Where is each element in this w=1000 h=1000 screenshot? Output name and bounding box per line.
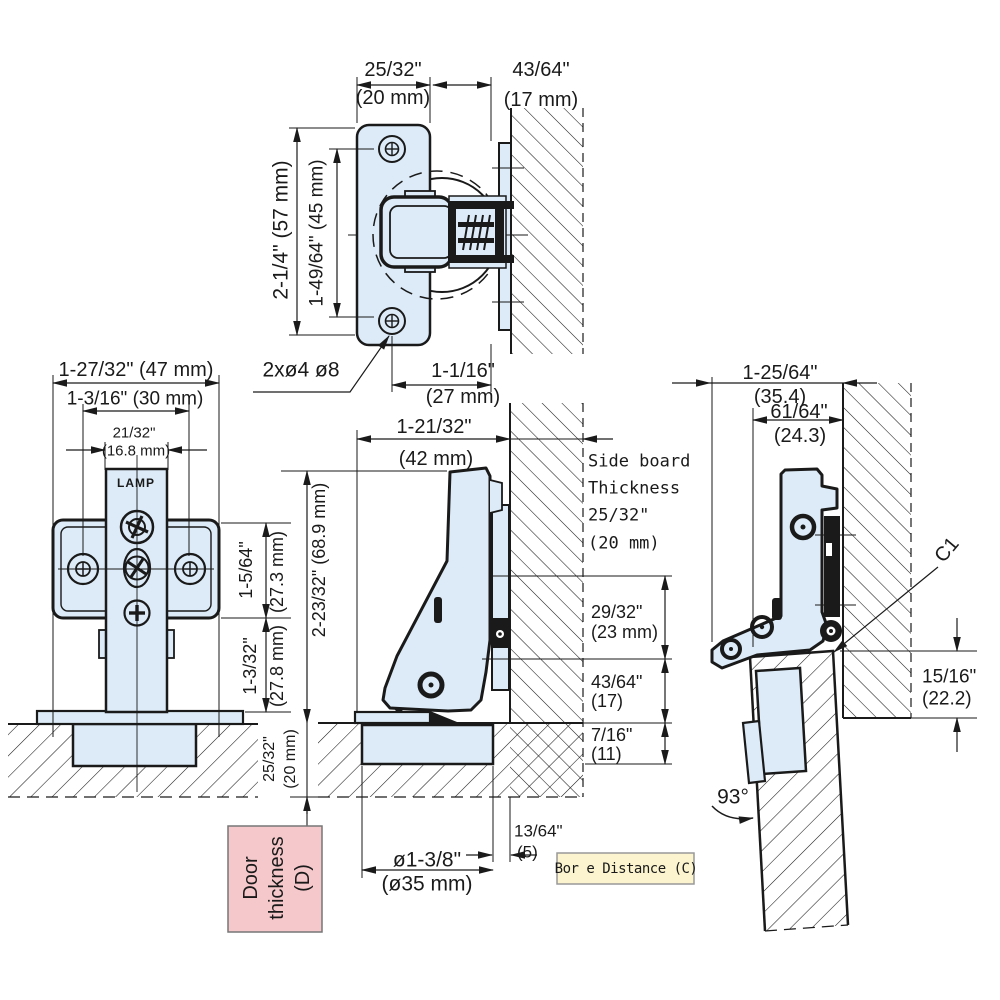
dim-lower-mm: (27.8 mm) — [267, 624, 287, 708]
dim-cup-edge-in: 13/64" — [514, 821, 563, 841]
dim-door-thick-mm: (20 mm) — [282, 729, 299, 789]
side-view — [318, 403, 695, 885]
dim-upper-mm: (27.3 mm) — [267, 530, 287, 614]
open-view — [672, 377, 977, 932]
dim-overall-width: 1-27/32" (47 mm) — [58, 359, 214, 381]
board-note-line2: Thickness — [588, 478, 681, 499]
dim-plate-width-in: 25/32" — [364, 59, 422, 81]
dim-hole-spacing: 1-49/64" (45 mm) — [306, 159, 328, 307]
bore-distance-label: Bor e Distance (C) — [554, 861, 698, 877]
door-label-line2: thickness — [266, 836, 288, 920]
dim-arm-width-in: 21/32" — [112, 424, 156, 442]
dim-plate-offset-in: 29/32" — [591, 602, 643, 622]
door-label-line3: (D) — [292, 864, 314, 892]
spring-coil — [462, 214, 491, 251]
dim-depth-mm: (42 mm) — [398, 448, 474, 470]
top-view — [253, 77, 584, 393]
dim-cup-edge-mm: (5) — [517, 842, 538, 862]
dim-wall-gap-in: 43/64" — [512, 59, 570, 81]
dim-plate-width-mm: (20 mm) — [355, 87, 431, 109]
dim-arm-width-mm: (16.8 mm) — [101, 442, 171, 460]
door-thickness-label-box — [227, 825, 323, 933]
dim-total-height: 2-23/32" (68.9 mm) — [309, 482, 329, 638]
dim-open-overall-in: 1-25/64" — [742, 362, 818, 384]
dim-upper-in: 1-5/64" — [236, 541, 256, 599]
dim-door-thick-in: 25/32" — [261, 736, 278, 782]
dim-reveal-in: 15/16" — [922, 666, 977, 688]
dim-cup-depth-in: 7/16" — [591, 725, 633, 745]
dim-plate-offset-mm: (23 mm) — [591, 622, 658, 642]
dim-depth-in: 1-21/32" — [396, 416, 472, 438]
dim-screw-spacing: 1-3/16" (30 mm) — [66, 388, 204, 410]
dim-wall-gap-mm: (17 mm) — [503, 89, 579, 111]
front-view — [8, 375, 447, 933]
dim-plate-depth-in: 1-1/16" — [431, 360, 495, 382]
board-note-line4: (20 mm) — [588, 533, 660, 554]
dim-reveal-mm: (22.2) — [922, 688, 972, 710]
board-note-line1: Side board — [588, 451, 691, 472]
dim-open-inner-mm: (24.3) — [773, 425, 827, 447]
dim-plate-depth-mm: (27 mm) — [425, 386, 501, 408]
dim-bore-dia-in: ø1-3/8" — [392, 848, 462, 872]
holes-note: 2xø4 ø8 — [262, 358, 340, 382]
dim-bore-dia-mm: (ø35 mm) — [381, 872, 473, 896]
opening-angle-label: 93° — [717, 785, 749, 809]
bore-distance-label-box — [556, 852, 695, 885]
dim-lower-in: 1-3/32" — [240, 637, 260, 695]
dim-arm-offset-mm: (17) — [591, 691, 624, 711]
dim-plate-height: 2-1/4" (57 mm) — [269, 160, 293, 300]
dim-cup-depth-mm: (11) — [591, 744, 622, 764]
dim-open-inner-in: 61/64" — [770, 401, 828, 423]
brand-logo: LAMP — [117, 476, 155, 490]
door-label-line1: Door — [240, 856, 262, 900]
dim-arm-offset-in: 43/64" — [591, 672, 643, 692]
screw-hole-bottom — [378, 307, 406, 335]
screw-hole-top — [378, 135, 406, 163]
dim-open-overall-mm: (35.4) — [753, 386, 807, 408]
board-note-line3: 25/32" — [588, 505, 650, 526]
